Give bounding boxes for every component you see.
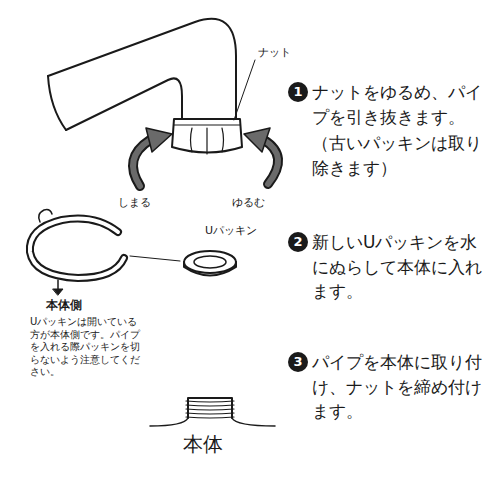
rotation-arrow bbox=[264, 140, 278, 184]
u-packing-hole bbox=[194, 256, 226, 268]
part-label: ナット bbox=[258, 46, 291, 60]
step-text: ナットをゆるめ、パイプを引き抜きます。 bbox=[312, 80, 492, 129]
nut-facet bbox=[191, 128, 224, 154]
u-packing-ring bbox=[30, 219, 124, 279]
thread bbox=[186, 401, 234, 418]
leader-line bbox=[130, 256, 180, 261]
u-packing bbox=[184, 251, 236, 273]
step-text: パイプを本体に取り付け、ナットを締め付けます。 bbox=[312, 350, 492, 424]
part-label: 本体 bbox=[183, 433, 223, 455]
leader-line bbox=[234, 60, 255, 120]
arrow-head bbox=[53, 289, 63, 295]
side-label: 本体側 bbox=[46, 298, 82, 313]
direction-label: しまる bbox=[118, 196, 151, 210]
arrow-head bbox=[244, 128, 270, 152]
thread-line bbox=[186, 401, 234, 402]
step-text: 新しいUパッキンを水にぬらして本体に入れます。 bbox=[312, 230, 492, 304]
pipe-end bbox=[48, 76, 66, 130]
step-number: 1 bbox=[288, 82, 308, 102]
part-label: Uパッキン bbox=[205, 224, 257, 238]
note-text: Uパッキンは開いている方が本体側です。パイプを入れる際パッキンを切らないよう注意… bbox=[30, 316, 144, 379]
nut-collar bbox=[174, 124, 240, 125]
thread-line bbox=[186, 405, 234, 406]
body-outline bbox=[150, 418, 275, 426]
step-number: 2 bbox=[288, 232, 308, 252]
direction-label: ゆるむ bbox=[232, 196, 265, 210]
arrow-head bbox=[146, 128, 172, 152]
thread-line bbox=[186, 417, 234, 418]
thread-line bbox=[186, 409, 234, 410]
step-number: 3 bbox=[288, 352, 308, 372]
pipe-outline bbox=[48, 19, 236, 119]
step-note: （古いパッキンは取り除きます） bbox=[312, 131, 492, 180]
u-packing-ring bbox=[30, 219, 124, 279]
rotation-arrow bbox=[133, 140, 150, 186]
u-packing-section bbox=[39, 210, 52, 223]
thread-line bbox=[186, 413, 234, 414]
rotation-arrow bbox=[264, 140, 278, 184]
rotation-arrow bbox=[133, 140, 150, 186]
pipe-outline bbox=[66, 78, 182, 130]
